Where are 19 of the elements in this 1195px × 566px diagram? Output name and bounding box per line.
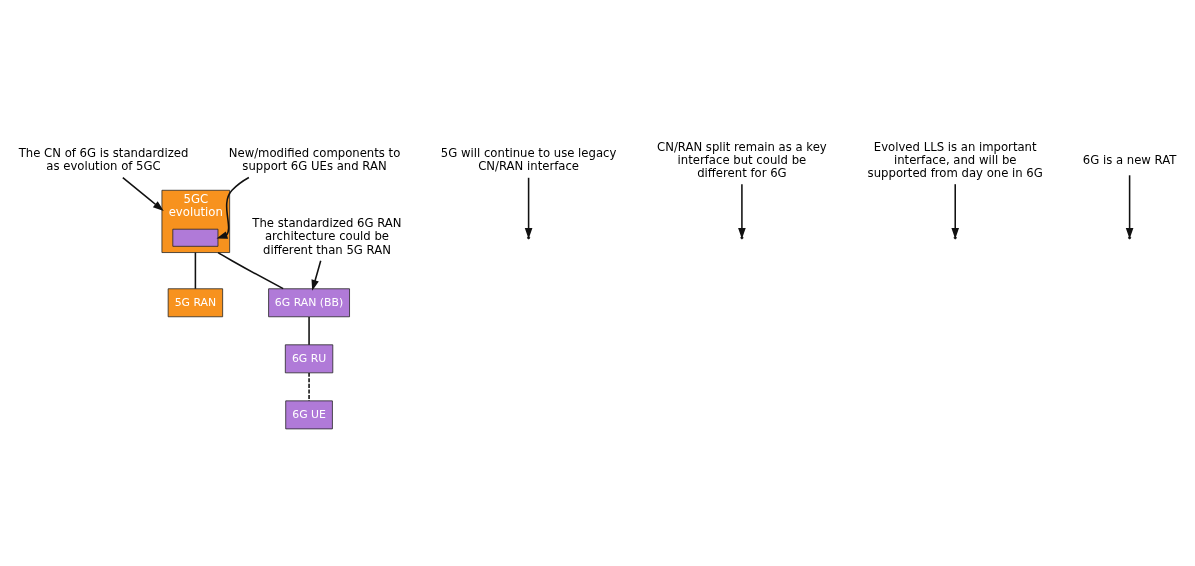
- connector: [217, 251, 284, 289]
- arrow: [216, 176, 250, 239]
- node-text: Evolved LLS is an important interface, and will be supported from day one in 6G: [867, 139, 1043, 180]
- node-text: The standardized 6G RAN architecture could be different than 5G RAN: [252, 215, 402, 257]
- node-text: 5G will continue to use legacy CN/RAN interface: [440, 145, 617, 173]
- node-box: [172, 228, 219, 247]
- arrow: [311, 259, 322, 291]
- node-box: 6G RU: [284, 343, 334, 373]
- node-text: The CN of 6G is standardized as evolution of 5GC: [18, 145, 189, 173]
- node-box: 5G RAN: [167, 287, 224, 317]
- node-box: 6G RAN (BB): [268, 287, 350, 317]
- node-text: 6G is a new RAT: [1082, 152, 1177, 167]
- connector: [194, 251, 197, 289]
- node-box: 6G UE: [285, 399, 333, 429]
- connector: [308, 371, 310, 402]
- node-text: CN/RAN split remain as a key interface but could be different for 6G: [657, 139, 827, 180]
- node-text: New/modified components to support 6G UEs and RAN: [228, 145, 401, 173]
- arrow: [122, 176, 164, 211]
- connector: [308, 315, 310, 345]
